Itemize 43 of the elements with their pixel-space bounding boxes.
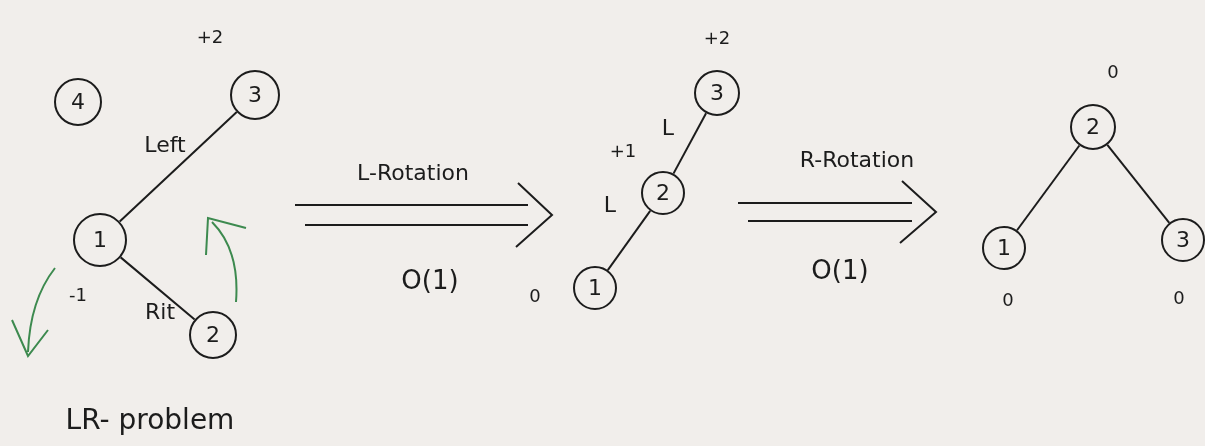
node-value: 3 xyxy=(248,84,262,106)
complexity-label: O(1) xyxy=(811,257,869,283)
node-value: 4 xyxy=(71,91,85,113)
balance-factor: +1 xyxy=(609,142,637,160)
node-value: 2 xyxy=(206,324,220,346)
tree-node-circle xyxy=(54,78,102,126)
balance-factor: 0 xyxy=(1002,291,1014,309)
tree-node-circle xyxy=(189,311,237,359)
rotation-label: L-Rotation xyxy=(357,162,469,184)
tree-node-circle xyxy=(73,213,127,267)
node-value: 2 xyxy=(656,182,670,204)
edge-label: L xyxy=(603,194,617,216)
node-value: 2 xyxy=(1086,116,1100,138)
balance-factor: 0 xyxy=(1107,63,1119,81)
tree-edge xyxy=(1106,144,1171,224)
caption-text: LR- problem xyxy=(65,406,235,434)
tree-node-circle xyxy=(641,171,685,215)
tree-node-circle xyxy=(982,226,1026,270)
balance-factor: +2 xyxy=(703,29,731,47)
node-value: 1 xyxy=(93,229,107,251)
edge-label: L xyxy=(661,117,675,139)
tree-node-circle xyxy=(230,70,280,120)
balance-factor: -1 xyxy=(69,286,87,304)
edge-label: Rit xyxy=(145,301,175,323)
tree-edge xyxy=(606,209,652,272)
node-value: 1 xyxy=(997,237,1011,259)
complexity-label: O(1) xyxy=(401,267,459,293)
balance-factor: 0 xyxy=(1173,289,1185,307)
tree-edge xyxy=(119,256,196,321)
tree-node-circle xyxy=(1161,218,1205,262)
tree-node-circle xyxy=(1070,104,1116,150)
tree-node-circle xyxy=(694,70,740,116)
balance-factor: 0 xyxy=(529,287,541,305)
tree-edge xyxy=(672,112,708,175)
rotation-label: R-Rotation xyxy=(799,149,915,171)
node-value: 3 xyxy=(1176,229,1190,251)
tree-node-circle xyxy=(573,266,617,310)
node-value: 3 xyxy=(710,82,724,104)
tree-edge xyxy=(1016,144,1081,232)
balance-factor: +2 xyxy=(196,28,224,46)
node-value: 1 xyxy=(588,277,602,299)
edge-label: Left xyxy=(144,134,186,156)
tree-edge xyxy=(118,111,238,223)
